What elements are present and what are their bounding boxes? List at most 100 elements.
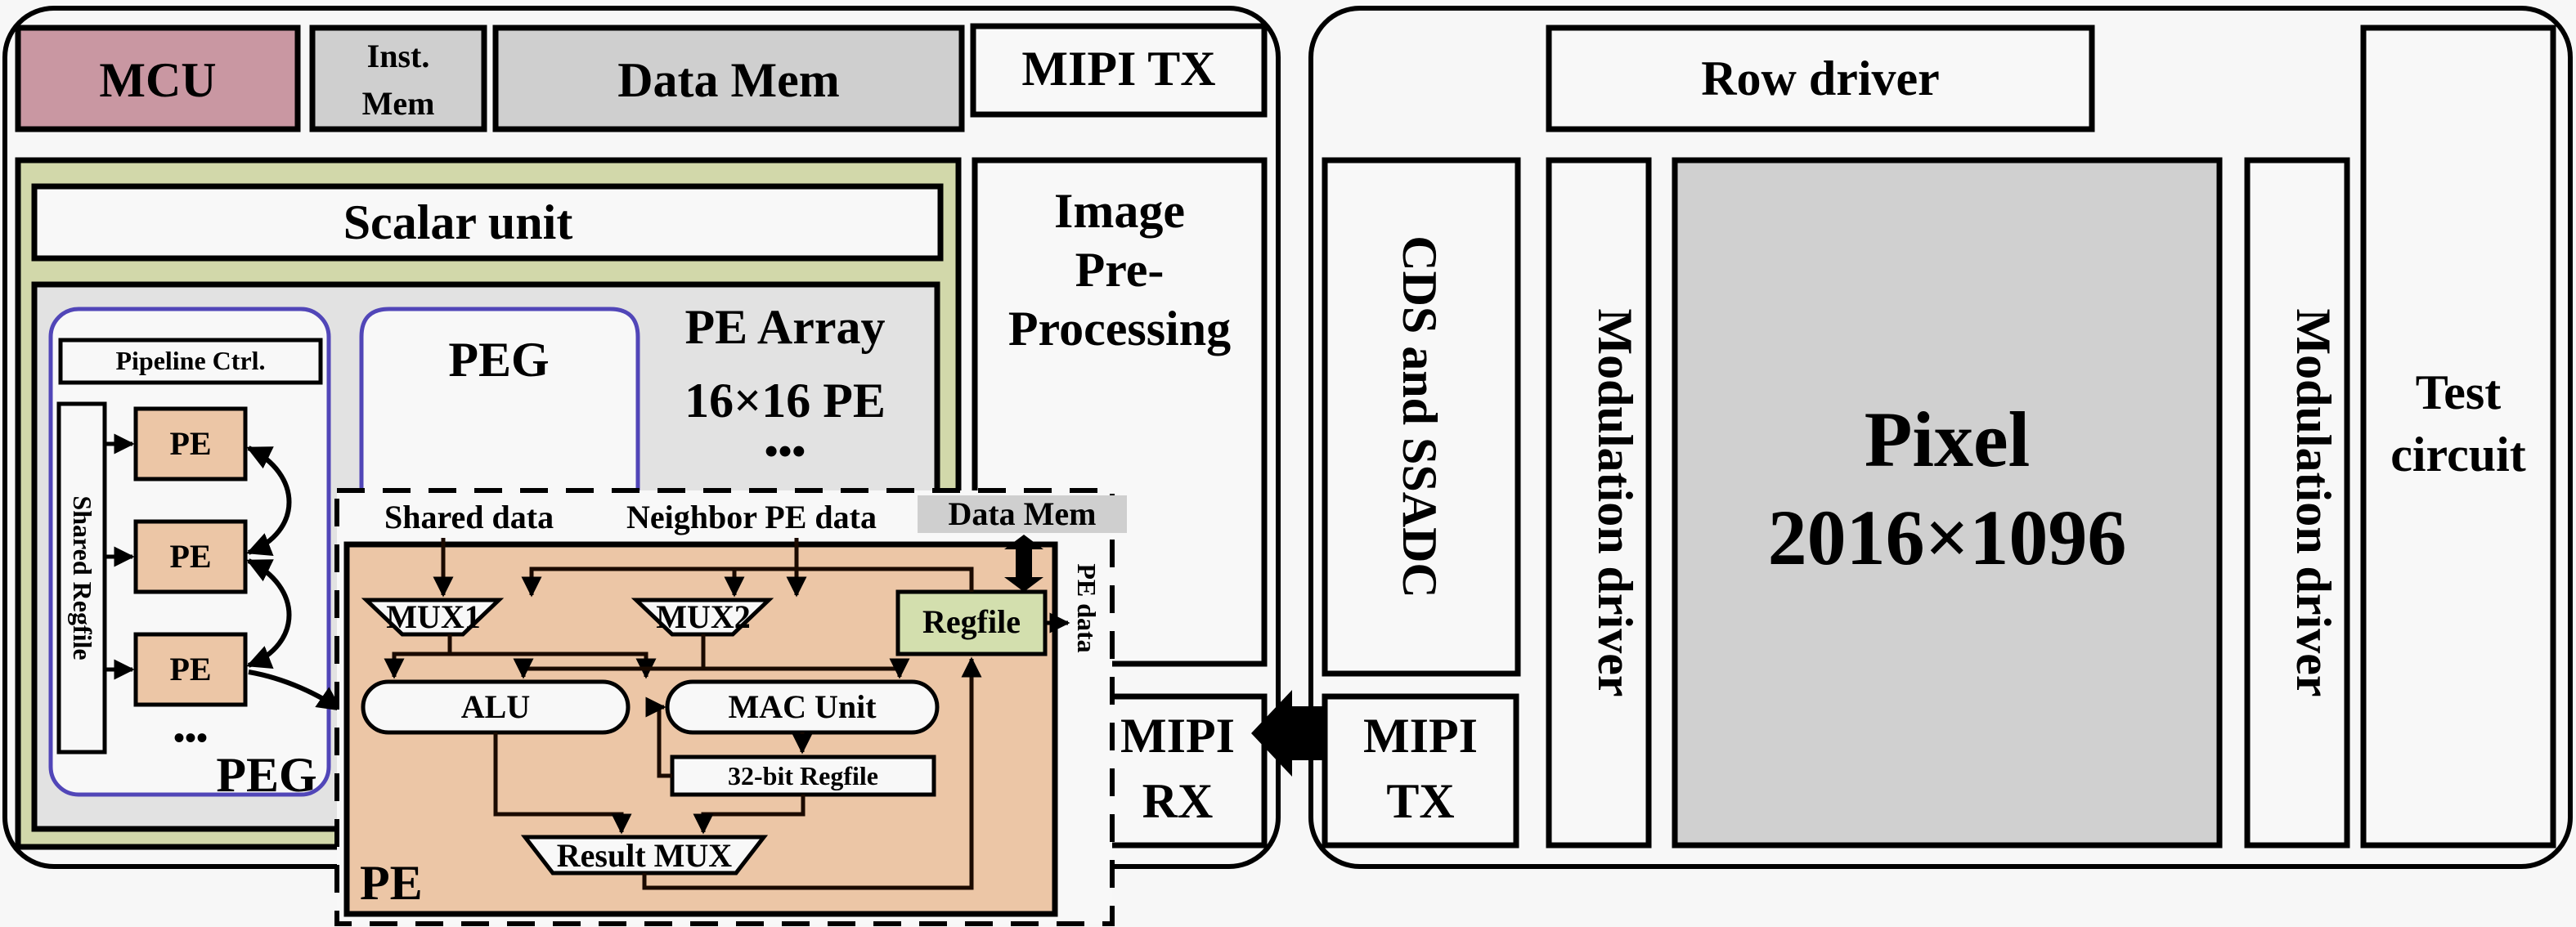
mipi-rx-label-2: RX: [1142, 774, 1214, 828]
mipi-tx-sensor-block[interactable]: MIPI TX: [1322, 693, 1519, 849]
mcu-box: [15, 25, 301, 132]
mcu-block[interactable]: MCU: [15, 25, 301, 132]
inst-mem-block[interactable]: Inst. Mem: [309, 25, 487, 132]
test-circuit-label-1: Test: [2416, 365, 2501, 419]
data-mem-tag-box: [918, 495, 1127, 533]
alu[interactable]: ALU: [361, 679, 631, 735]
regfile-32bit[interactable]: 32-bit Regfile: [670, 755, 936, 797]
modulation-driver-right-box: [2244, 157, 2350, 849]
cds-ssadc-block[interactable]: CDS and SSADC: [1322, 157, 1521, 677]
inst-mem-box: [309, 25, 487, 132]
pe-mini-label: PE: [169, 425, 211, 462]
mac-unit[interactable]: MAC Unit: [665, 679, 940, 735]
pe-detail-label: PE: [360, 856, 423, 910]
result-mux-shape: [520, 835, 769, 876]
alu-label: ALU: [461, 688, 530, 725]
mux1[interactable]: MUX1: [361, 598, 505, 637]
scalar-unit-block[interactable]: Scalar unit: [31, 183, 944, 262]
pe-regfile-label: Regfile: [922, 603, 1021, 640]
mux2-shape: [631, 598, 774, 637]
inst-mem-label-1: Inst.: [367, 38, 430, 74]
data-mem-box: [492, 25, 965, 132]
test-circuit-block[interactable]: Test circuit: [2360, 25, 2556, 849]
shared-data-label: Shared data: [384, 499, 554, 535]
pixel-label: Pixel: [1865, 396, 2031, 483]
pe-mini-3[interactable]: PE: [133, 632, 248, 707]
pipeline-ctrl-box: [58, 338, 323, 385]
test-circuit-box: [2360, 25, 2556, 849]
peg-middle[interactable]: PEG: [359, 307, 640, 523]
mipi-tx-top-block[interactable]: MIPI TX: [970, 23, 1268, 118]
data-mem-label: Data Mem: [617, 53, 840, 107]
pe-mini-box: [133, 632, 248, 707]
mux1-label: MUX1: [386, 598, 481, 635]
scalar-unit-box: [31, 183, 944, 262]
pe-data-label: PE data: [1072, 563, 1102, 652]
modulation-driver-left-box: [1546, 157, 1652, 849]
neighbor-arrow: [246, 558, 292, 670]
pe-mini-box: [133, 519, 248, 594]
row-driver-block[interactable]: Row driver: [1546, 25, 2095, 132]
mac-unit-label: MAC Unit: [728, 688, 877, 725]
mux2[interactable]: MUX2: [631, 598, 774, 637]
pe-array-ellipsis: •••: [765, 430, 806, 473]
regfile-32bit-label: 32-bit Regfile: [728, 761, 878, 790]
pe-mini-label: PE: [169, 538, 211, 575]
pe-wires: [384, 538, 982, 890]
image-preproc-label-1: Image: [1054, 184, 1185, 238]
result-mux[interactable]: Result MUX: [520, 835, 769, 876]
peg-middle-label: PEG: [448, 333, 549, 387]
mipi-rx-box: [1104, 693, 1268, 849]
mipi-tx-sensor-box: [1322, 693, 1519, 849]
pe-detail-callout-arrow: [248, 670, 343, 712]
mipi-tx-sensor-label-1: MIPI: [1363, 709, 1478, 763]
shared-regfile-label: Shared Regfile: [68, 495, 97, 660]
image-preprocessing-block[interactable]: Image Pre- Processing: [972, 157, 1268, 667]
pe-mini-label: PE: [169, 651, 211, 687]
peg-left[interactable]: Pipeline Ctrl. Shared Regfile PE PE PE •…: [48, 307, 343, 802]
modulation-driver-left-block[interactable]: Modulation driver: [1546, 157, 1652, 849]
row-driver-label: Row driver: [1701, 52, 1940, 105]
mcu-label: MCU: [99, 53, 216, 107]
modulation-driver-right-label: Modulation driver: [2287, 309, 2340, 697]
result-mux-label: Result MUX: [557, 837, 733, 874]
scalar-unit-label: Scalar unit: [343, 195, 573, 249]
mipi-rx-block[interactable]: MIPI RX: [1104, 693, 1268, 849]
pipeline-ctrl-label: Pipeline Ctrl.: [115, 346, 265, 375]
peg-middle-box: [359, 307, 640, 523]
modulation-driver-right-block[interactable]: Modulation driver: [2244, 157, 2350, 849]
cds-ssadc-box: [1322, 157, 1521, 677]
pe-detail-callout: Shared data Neighbor PE data Data Mem PE…: [334, 488, 1127, 926]
image-preproc-label-2: Pre-: [1075, 243, 1165, 297]
mipi-tx-top-label: MIPI TX: [1021, 42, 1215, 96]
neighbor-pe-data-label: Neighbor PE data: [626, 499, 877, 535]
pe-mini-2[interactable]: PE: [133, 519, 248, 594]
mipi-rx-label-1: MIPI: [1120, 709, 1235, 763]
inst-mem-label-2: Mem: [362, 85, 435, 122]
pe-array-size: 16×16 PE: [684, 374, 886, 428]
test-circuit-label-2: circuit: [2390, 428, 2526, 481]
mux2-label: MUX2: [656, 598, 751, 635]
pixel-array-block[interactable]: Pixel 2016×1096: [1672, 157, 2223, 849]
mipi-link-arrow: [1251, 690, 1325, 777]
row-driver-box: [1546, 25, 2095, 132]
cds-ssadc-label: CDS and SSADC: [1393, 235, 1447, 598]
pixel-array-box: [1672, 157, 2223, 849]
mux1-shape: [361, 598, 505, 637]
pe-mini-1[interactable]: PE: [133, 406, 248, 481]
image-preproc-label-3: Processing: [1008, 302, 1231, 356]
data-mem-tag-label: Data Mem: [948, 495, 1096, 532]
neighbor-arrow: [246, 446, 292, 557]
modulation-driver-left-label: Modulation driver: [1588, 309, 1642, 697]
data-mem-regfile-arrow: [1004, 535, 1043, 592]
pe-regfile[interactable]: Regfile: [895, 589, 1048, 656]
data-mem-block[interactable]: Data Mem: [492, 25, 965, 132]
mipi-tx-top-box: [970, 23, 1268, 118]
shared-regfile-box: [56, 401, 107, 755]
pixel-resolution: 2016×1096: [1768, 494, 2127, 581]
pe-mini-box: [133, 406, 248, 481]
mipi-tx-sensor-label-2: TX: [1386, 774, 1454, 828]
pe-array-title: PE Array: [685, 300, 886, 354]
peg-left-label: PEG: [216, 748, 316, 802]
